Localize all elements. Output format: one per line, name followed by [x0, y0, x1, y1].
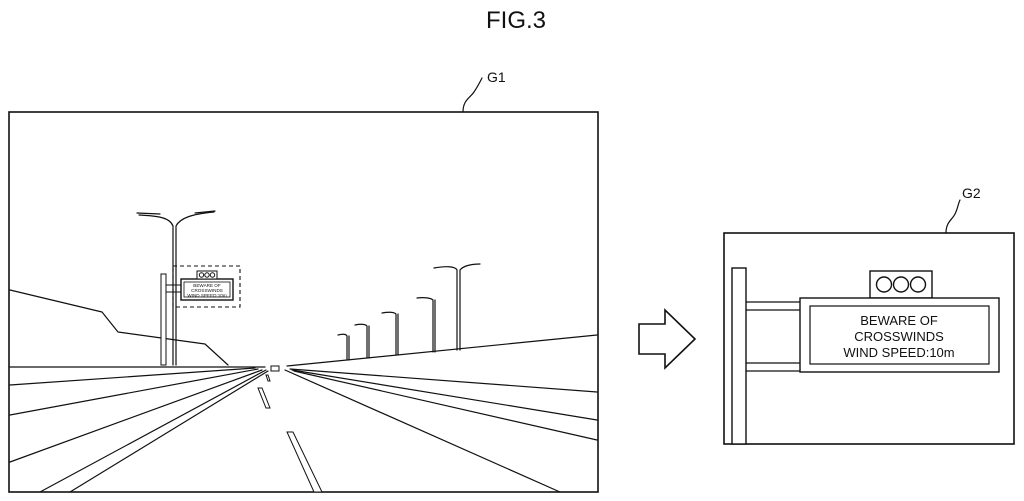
panel-g1-frame	[9, 112, 598, 492]
figure-title: FIG.3	[486, 7, 546, 34]
panel-g2-leader	[946, 200, 960, 233]
right-arrow-icon	[639, 310, 695, 368]
sign-lamp-2	[894, 277, 909, 292]
sign-large-line-2: CROSSWINDS	[854, 329, 944, 344]
panel-g2: G2 BEWARE OF CROSSWINDS WIND SPEED:10m	[724, 185, 1014, 444]
panel-g1-label: G1	[487, 69, 506, 85]
sign-lamp-3	[911, 277, 926, 292]
sign-large-line-3: WIND SPEED:10m	[843, 345, 954, 360]
panel-g2-label: G2	[962, 185, 981, 201]
panel-g1: G1	[9, 69, 598, 492]
sign-lamp-1	[877, 277, 892, 292]
sign-small-line-3: WIND SPEED:10m	[187, 293, 226, 298]
sign-large-line-1: BEWARE OF	[860, 313, 938, 328]
distant-car	[271, 366, 279, 371]
panel-g1-leader	[463, 78, 482, 112]
sign-pole-large	[732, 268, 746, 444]
